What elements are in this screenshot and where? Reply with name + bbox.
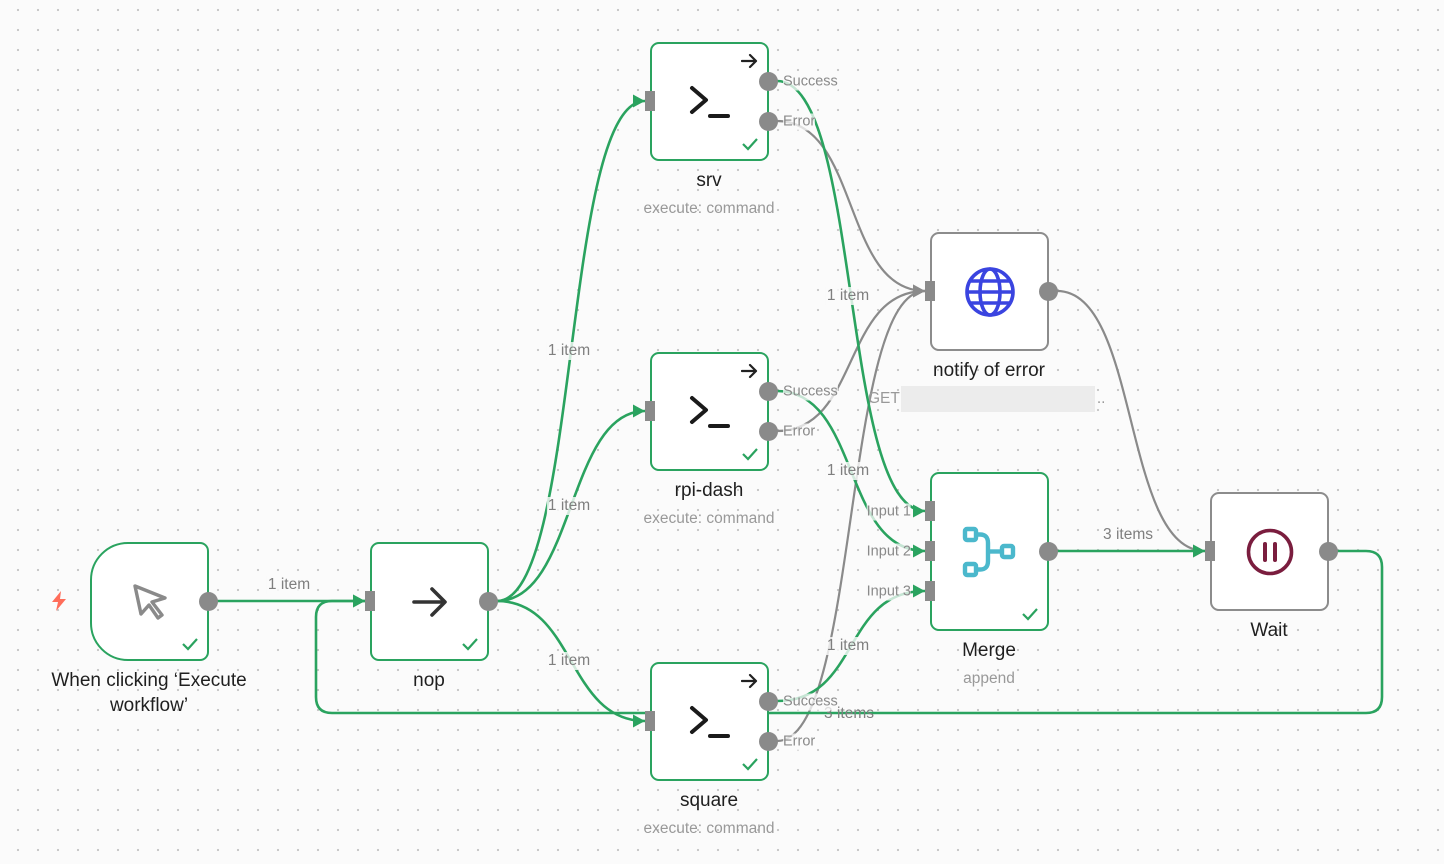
cursor-click-icon xyxy=(132,583,167,620)
output-port[interactable] xyxy=(479,592,498,611)
output-port-success[interactable] xyxy=(759,692,778,711)
redacted-url xyxy=(900,386,1095,412)
edge-label: 1 item xyxy=(546,652,592,670)
input-port[interactable] xyxy=(645,711,655,731)
node-nop[interactable] xyxy=(370,542,489,661)
ellipsis: .. xyxy=(1096,390,1106,407)
output-port[interactable] xyxy=(1039,282,1058,301)
arrow-right-icon xyxy=(741,53,758,69)
output-port[interactable] xyxy=(1039,542,1058,561)
edge-wait-to-nop-loop[interactable] xyxy=(314,549,1384,715)
edge-square-error-to-notify[interactable] xyxy=(776,284,926,743)
globe-icon xyxy=(964,266,1015,317)
node-name: notify of error xyxy=(933,360,1045,381)
node-subtitle: append xyxy=(963,670,1015,687)
success-check-icon xyxy=(1022,608,1038,621)
input-port[interactable] xyxy=(645,401,655,421)
success-check-icon xyxy=(182,638,198,651)
success-check-icon xyxy=(742,758,758,771)
input-port-2[interactable] xyxy=(925,541,935,561)
success-check-icon xyxy=(742,448,758,461)
input-port-1[interactable] xyxy=(925,501,935,521)
port-label-error: Error xyxy=(783,733,816,751)
arrow-right-icon xyxy=(741,673,758,689)
port-label-input-1: Input 1 xyxy=(866,503,911,521)
node-square[interactable] xyxy=(650,662,769,781)
output-port-success[interactable] xyxy=(759,72,778,91)
node-name: square xyxy=(679,790,739,811)
input-port[interactable] xyxy=(365,591,375,611)
node-name: nop xyxy=(413,670,445,691)
port-label-error: Error xyxy=(783,113,816,131)
node-wait[interactable] xyxy=(1210,492,1329,611)
port-label-success: Success xyxy=(783,383,838,401)
node-name: rpi-dash xyxy=(674,480,744,501)
edge-label: 1 item xyxy=(546,342,592,360)
edge-srv-error-to-notify[interactable] xyxy=(776,119,926,298)
port-label-input-2: Input 2 xyxy=(866,543,911,561)
pause-circle-icon xyxy=(1246,528,1293,575)
port-label-success: Success xyxy=(783,73,838,91)
edge-label: 1 item xyxy=(825,287,871,305)
input-port[interactable] xyxy=(645,91,655,111)
node-rpi-dash[interactable] xyxy=(650,352,769,471)
port-label-error: Error xyxy=(783,423,816,441)
node-subtitle: execute: command xyxy=(643,820,775,837)
output-port-error[interactable] xyxy=(759,732,778,751)
merge-icon xyxy=(962,526,1015,577)
input-port[interactable] xyxy=(925,281,935,301)
http-method: GET xyxy=(868,390,900,407)
node-subtitle: execute: command xyxy=(643,200,775,217)
node-subtitle: GET .. xyxy=(868,386,1106,412)
edge-label: 1 item xyxy=(825,637,871,655)
input-port[interactable] xyxy=(1205,541,1215,561)
success-check-icon xyxy=(462,638,478,651)
output-port[interactable] xyxy=(1319,542,1338,561)
node-trigger[interactable] xyxy=(90,542,209,661)
edge-label: 3 items xyxy=(1102,526,1154,544)
arrow-right-icon xyxy=(411,586,447,617)
node-subtitle: execute: command xyxy=(643,510,775,527)
port-label-success: Success xyxy=(783,693,838,711)
output-port-error[interactable] xyxy=(759,422,778,441)
node-name: srv xyxy=(696,170,722,191)
terminal-icon xyxy=(689,395,730,428)
edge-notify-to-wait[interactable] xyxy=(1056,289,1206,558)
output-port-error[interactable] xyxy=(759,112,778,131)
edge-label: 1 item xyxy=(266,576,312,594)
terminal-icon xyxy=(689,705,730,738)
port-label-input-3: Input 3 xyxy=(866,583,911,601)
output-port[interactable] xyxy=(199,592,218,611)
arrow-right-icon xyxy=(741,363,758,379)
node-name: When clicking ‘Execute workflow’ xyxy=(51,670,247,716)
output-port-success[interactable] xyxy=(759,382,778,401)
node-merge[interactable] xyxy=(930,472,1049,631)
edge-label: 1 item xyxy=(825,462,871,480)
node-srv[interactable] xyxy=(650,42,769,161)
terminal-icon xyxy=(689,85,730,118)
lightning-bolt-icon xyxy=(52,591,66,611)
edge-label: 1 item xyxy=(546,497,592,515)
input-port-3[interactable] xyxy=(925,581,935,601)
node-name: Wait xyxy=(1250,620,1288,641)
node-name: Merge xyxy=(962,640,1016,661)
success-check-icon xyxy=(742,138,758,151)
node-notify-of-error[interactable] xyxy=(930,232,1049,351)
